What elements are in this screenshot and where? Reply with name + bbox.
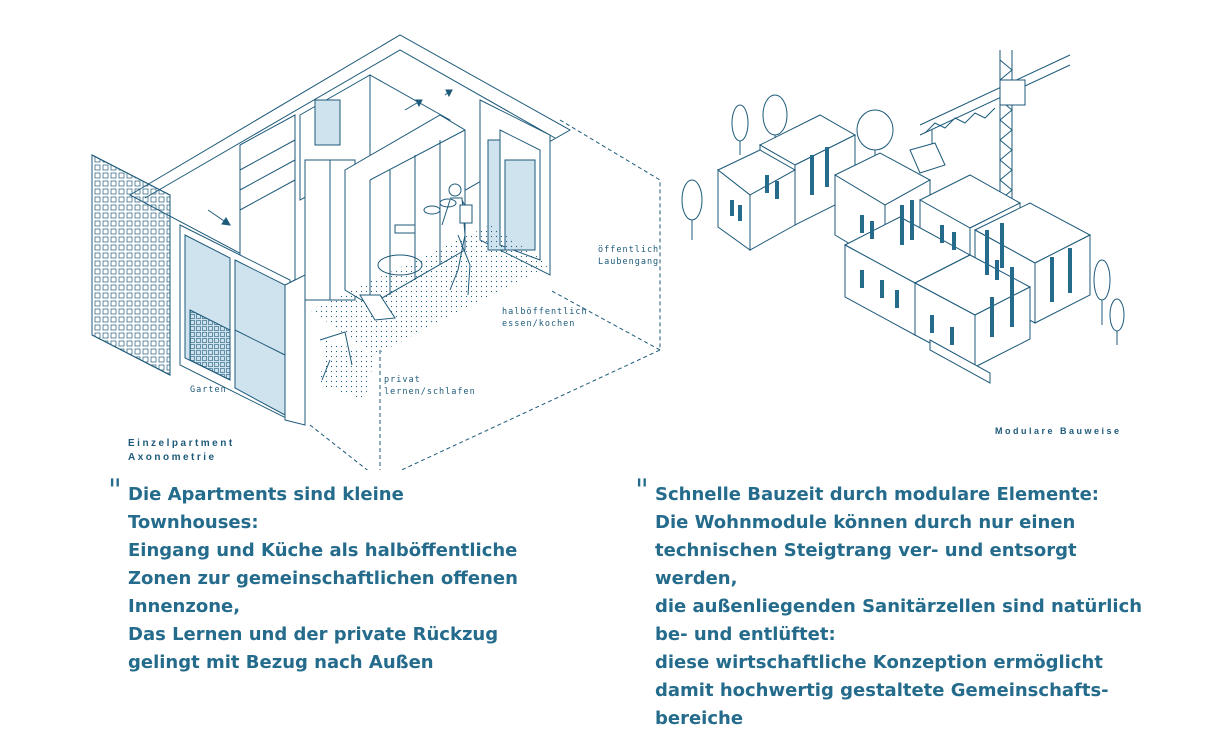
- axonometry-caption-line2: Axonometrie: [128, 452, 217, 463]
- right-quote-mark: ": [635, 473, 649, 508]
- apartment-axonometry-drawing: [91, 34, 661, 470]
- left-quote-text: Die Apartments sind kleine Townhouses: E…: [128, 481, 568, 677]
- right-quote-line: bereiche: [655, 708, 744, 729]
- left-quote-line: Das Lernen und der private Rückzug: [128, 624, 499, 645]
- label-semipublic-line1: halböffentlich: [502, 307, 588, 317]
- right-quote-line: werden,: [655, 568, 738, 589]
- left-quote-mark: ": [108, 473, 122, 508]
- label-private-line2: lernen/schlafen: [384, 387, 476, 397]
- right-quote-line: die außenliegenden Sanitärzellen sind na…: [655, 596, 1143, 617]
- label-garden: Garten: [190, 385, 227, 395]
- left-quote-line: Townhouses:: [128, 512, 259, 533]
- label-private-line1: privat: [384, 375, 421, 385]
- right-quote-line: Schnelle Bauzeit durch modulare Elemente…: [655, 484, 1099, 505]
- right-quote-line: technischen Steigtrang ver- und entsorgt: [655, 540, 1077, 561]
- left-quote-line: Eingang und Küche als halböffentliche: [128, 540, 518, 561]
- label-semipublic-line2: essen/kochen: [502, 319, 576, 329]
- label-public-line1: öffentlich: [598, 245, 660, 255]
- left-quote-line: Zonen zur gemeinschaftlichen offenen: [128, 568, 518, 589]
- right-quote-line: be- und entlüftet:: [655, 624, 836, 645]
- label-public-line2: Laubengang: [598, 257, 660, 267]
- right-quote-line: Die Wohnmodule können durch nur einen: [655, 512, 1076, 533]
- axonometry-caption-line1: Einzelpartment: [128, 438, 235, 449]
- modular-caption: Modulare Bauweise: [995, 426, 1122, 436]
- left-quote-line: Die Apartments sind kleine: [128, 484, 404, 505]
- right-quote-text: Schnelle Bauzeit durch modulare Elemente…: [655, 481, 1195, 733]
- right-quote-line: diese wirtschaftliche Konzeption ermögli…: [655, 652, 1103, 673]
- axonometry-caption: Einzelpartment Axonometrie: [128, 437, 235, 465]
- modular-construction-drawing: [681, 50, 1125, 384]
- left-quote-line: Innenzone,: [128, 596, 241, 617]
- left-quote-line: gelingt mit Bezug nach Außen: [128, 652, 434, 673]
- right-quote-line: damit hochwertig gestaltete Gemeinschaft…: [655, 680, 1109, 701]
